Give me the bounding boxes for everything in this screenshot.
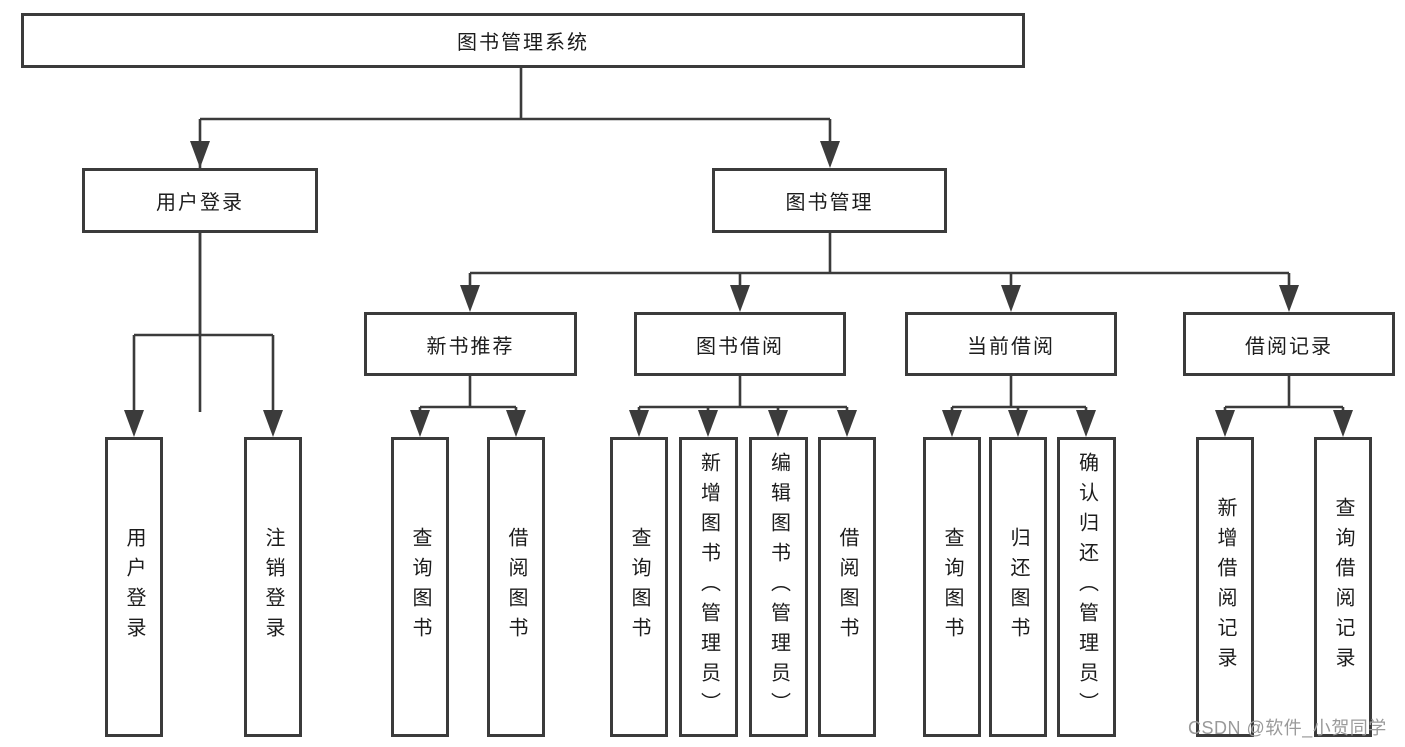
node-user-login: 用户登录: [82, 168, 318, 233]
leaf-return-books: 归还图书: [989, 437, 1047, 737]
node-book-borrow: 图书借阅: [634, 312, 846, 376]
arrowheads: [124, 141, 1353, 437]
arrow-icon: [837, 410, 857, 437]
arrow-icon: [124, 410, 144, 437]
arrow-icon: [1076, 410, 1096, 437]
edge-currentborrow-to-leaves: [950, 376, 1088, 414]
arrow-icon: [263, 410, 283, 437]
leaf-borrow-books-recommend: 借阅图书: [487, 437, 545, 737]
leaf-add-borrow-record: 新增借阅记录: [1196, 437, 1254, 737]
edge-userlogin-to-leaves: [132, 233, 275, 412]
arrow-icon: [1008, 410, 1028, 437]
leaf-confirm-return-admin: 确认归还（管理员）: [1057, 437, 1116, 737]
arrow-icon: [629, 410, 649, 437]
node-current-borrow: 当前借阅: [905, 312, 1117, 376]
leaf-query-books-current: 查询图书: [923, 437, 981, 737]
arrow-icon: [768, 410, 788, 437]
node-book-management: 图书管理: [712, 168, 947, 233]
arrow-icon: [460, 285, 480, 312]
arrow-icon: [942, 410, 962, 437]
arrow-icon: [190, 141, 210, 168]
edge-bookmgmt-to-level3: [468, 233, 1291, 288]
arrow-icon: [698, 410, 718, 437]
leaf-user-login: 用户登录: [105, 437, 163, 737]
arrow-icon: [1001, 285, 1021, 312]
leaf-query-books-recommend: 查询图书: [391, 437, 449, 737]
node-new-book-recommend: 新书推荐: [364, 312, 577, 376]
arrow-icon: [1279, 285, 1299, 312]
leaf-add-books-admin: 新增图书（管理员）: [679, 437, 738, 737]
leaf-edit-books-admin: 编辑图书（管理员）: [749, 437, 808, 737]
edge-newbook-to-leaves: [418, 376, 518, 414]
arrow-icon: [1333, 410, 1353, 437]
node-root-library-system: 图书管理系统: [21, 13, 1025, 68]
edge-borrowrecord-to-leaves: [1223, 376, 1345, 414]
edge-root-to-level2: [198, 68, 832, 412]
arrow-icon: [410, 410, 430, 437]
arrow-icon: [730, 285, 750, 312]
edge-bookborrow-to-leaves: [637, 376, 849, 414]
arrow-icon: [1215, 410, 1235, 437]
leaf-borrow-books: 借阅图书: [818, 437, 876, 737]
leaf-query-borrow-record: 查询借阅记录: [1314, 437, 1372, 737]
leaf-query-books-borrow: 查询图书: [610, 437, 668, 737]
arrow-icon: [820, 141, 840, 168]
arrow-icon: [506, 410, 526, 437]
leaf-logout: 注销登录: [244, 437, 302, 737]
node-borrow-records: 借阅记录: [1183, 312, 1395, 376]
csdn-watermark: CSDN @软件_小贺同学: [1188, 718, 1387, 738]
